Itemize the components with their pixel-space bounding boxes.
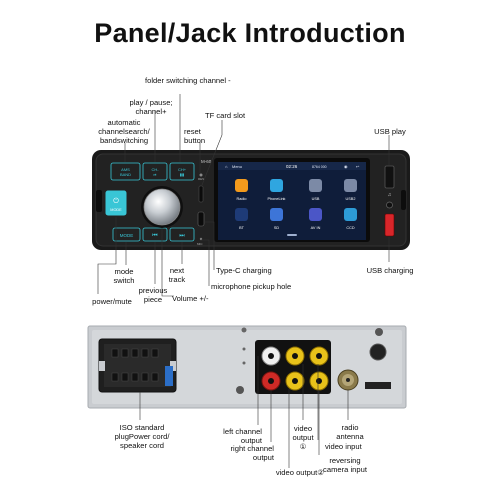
svg-text:BT: BT <box>239 226 245 230</box>
label-left-channel: left channel output <box>223 427 262 445</box>
label-reversing-camera: reversing camera input <box>323 456 367 474</box>
power-button-label: MODE <box>110 208 122 212</box>
label-mode-switch: mode switch <box>113 267 135 285</box>
app-sd-icon[interactable]: SD <box>270 208 283 230</box>
usb-play-port[interactable] <box>384 165 395 189</box>
label-power-mute: power/mute <box>92 297 132 306</box>
svg-text:▮▮: ▮▮ <box>180 172 184 177</box>
label-microphone: microphone pickup hole <box>211 282 292 291</box>
mode-button[interactable]: MODE <box>112 227 141 242</box>
screen-menu-label: Menu <box>232 164 242 169</box>
page-title: Panel/Jack Introduction <box>94 18 406 48</box>
svg-text:MIC: MIC <box>197 242 203 246</box>
callout-lines-back <box>139 356 349 468</box>
label-iso-standard: ISO standard plugPower cord/ speaker cor… <box>114 423 170 450</box>
svg-text:BAND: BAND <box>120 172 131 177</box>
label-automatic-search: automatic channelsearch/ bandswitching <box>98 118 150 145</box>
app-phonelink-icon[interactable]: PhoneLink <box>268 179 286 201</box>
reset-hole[interactable] <box>199 173 203 177</box>
svg-text:◉: ◉ <box>344 164 348 169</box>
svg-text:8764 000: 8764 000 <box>312 165 327 169</box>
label-video-output-1: video output ① <box>292 424 314 451</box>
usb-charging-port[interactable] <box>384 213 395 237</box>
rca-video-out-1-jack[interactable] <box>285 346 305 366</box>
app-avin-icon[interactable]: AV IN <box>309 208 322 230</box>
app-usb2-icon[interactable]: USB2 <box>344 179 357 201</box>
app-ccd-icon[interactable]: CCD <box>344 208 357 230</box>
label-right-channel: right channel output <box>230 444 274 462</box>
ams-label: AMS <box>121 167 130 172</box>
previous-button[interactable]: ⏮ <box>142 227 168 242</box>
svg-text:⏯: ⏯ <box>153 172 156 177</box>
iso-connector[interactable] <box>98 338 177 393</box>
rca-left-audio-jack[interactable] <box>261 346 281 366</box>
svg-text:AV IN: AV IN <box>311 226 321 230</box>
display-screen[interactable]: ⌂ Menu 02:26 8764 000 ◉ ↩ <box>214 158 370 242</box>
app-bt-icon[interactable]: BT <box>235 208 248 230</box>
svg-text:⏻: ⏻ <box>113 197 119 205</box>
label-previous-piece: previous piece <box>138 286 168 304</box>
label-video-output-2: video output② <box>275 468 324 477</box>
svg-text:USB2: USB2 <box>346 197 356 201</box>
screen-time: 02:26 <box>286 164 298 169</box>
rca-video-out-2-jack[interactable] <box>285 371 305 391</box>
svg-text:PhoneLink: PhoneLink <box>268 197 286 201</box>
label-usb-charging: USB charging <box>366 266 414 275</box>
label-radio-antenna: radio antenna <box>336 423 364 441</box>
rca-video-in-jack[interactable] <box>309 346 329 366</box>
svg-text:⏭: ⏭ <box>179 233 185 239</box>
svg-text:♫: ♫ <box>388 192 392 198</box>
svg-text:⌂: ⌂ <box>225 164 228 169</box>
app-usb-icon[interactable]: USB <box>309 179 322 201</box>
model-label: M-60 <box>201 159 212 164</box>
label-play-pause: play / pause; channel+ <box>129 98 173 116</box>
label-volume: Volume +/- <box>172 294 209 303</box>
svg-text:RES: RES <box>198 177 204 181</box>
rca-camera-jack[interactable] <box>309 371 329 391</box>
type-c-port[interactable] <box>197 211 205 227</box>
label-usb-play: USB play <box>374 127 406 136</box>
svg-text:CH+: CH+ <box>178 167 187 172</box>
volume-knob[interactable] <box>141 186 183 228</box>
rca-right-audio-jack[interactable] <box>261 371 281 391</box>
label-next-track: next track <box>168 266 186 284</box>
svg-text:Radio: Radio <box>237 197 247 201</box>
label-video-input: video input <box>325 442 362 451</box>
svg-text:USB: USB <box>312 197 320 201</box>
svg-text:CCD: CCD <box>346 226 354 230</box>
label-type-c-charging: Type-C charging <box>216 266 272 275</box>
antenna-jack[interactable] <box>337 369 359 391</box>
svg-text:SD: SD <box>274 226 280 230</box>
ch-plus-button[interactable]: CH+ ▮▮ <box>169 162 195 181</box>
tf-card-slot[interactable] <box>198 185 204 203</box>
mic-hole <box>199 237 203 241</box>
label-tf-card-slot: TF card slot <box>205 111 246 120</box>
svg-text:⏮: ⏮ <box>152 233 158 239</box>
ch-minus-button[interactable]: CH- ⏯ <box>142 162 168 181</box>
ams-band-button[interactable]: AMS BAND <box>110 162 141 181</box>
svg-text:↩: ↩ <box>356 164 360 169</box>
power-button[interactable]: ⏻ MODE <box>104 189 128 217</box>
svg-text:MODE: MODE <box>120 233 134 238</box>
label-reset-button: reset button <box>184 127 206 145</box>
label-folder-switching: folder switching channel - <box>145 76 231 85</box>
next-button[interactable]: ⏭ <box>169 227 195 242</box>
app-radio-icon[interactable]: Radio <box>235 179 248 201</box>
callout-lines-front <box>97 94 390 297</box>
svg-text:CH-: CH- <box>151 167 159 172</box>
aux-jack[interactable] <box>386 201 393 209</box>
